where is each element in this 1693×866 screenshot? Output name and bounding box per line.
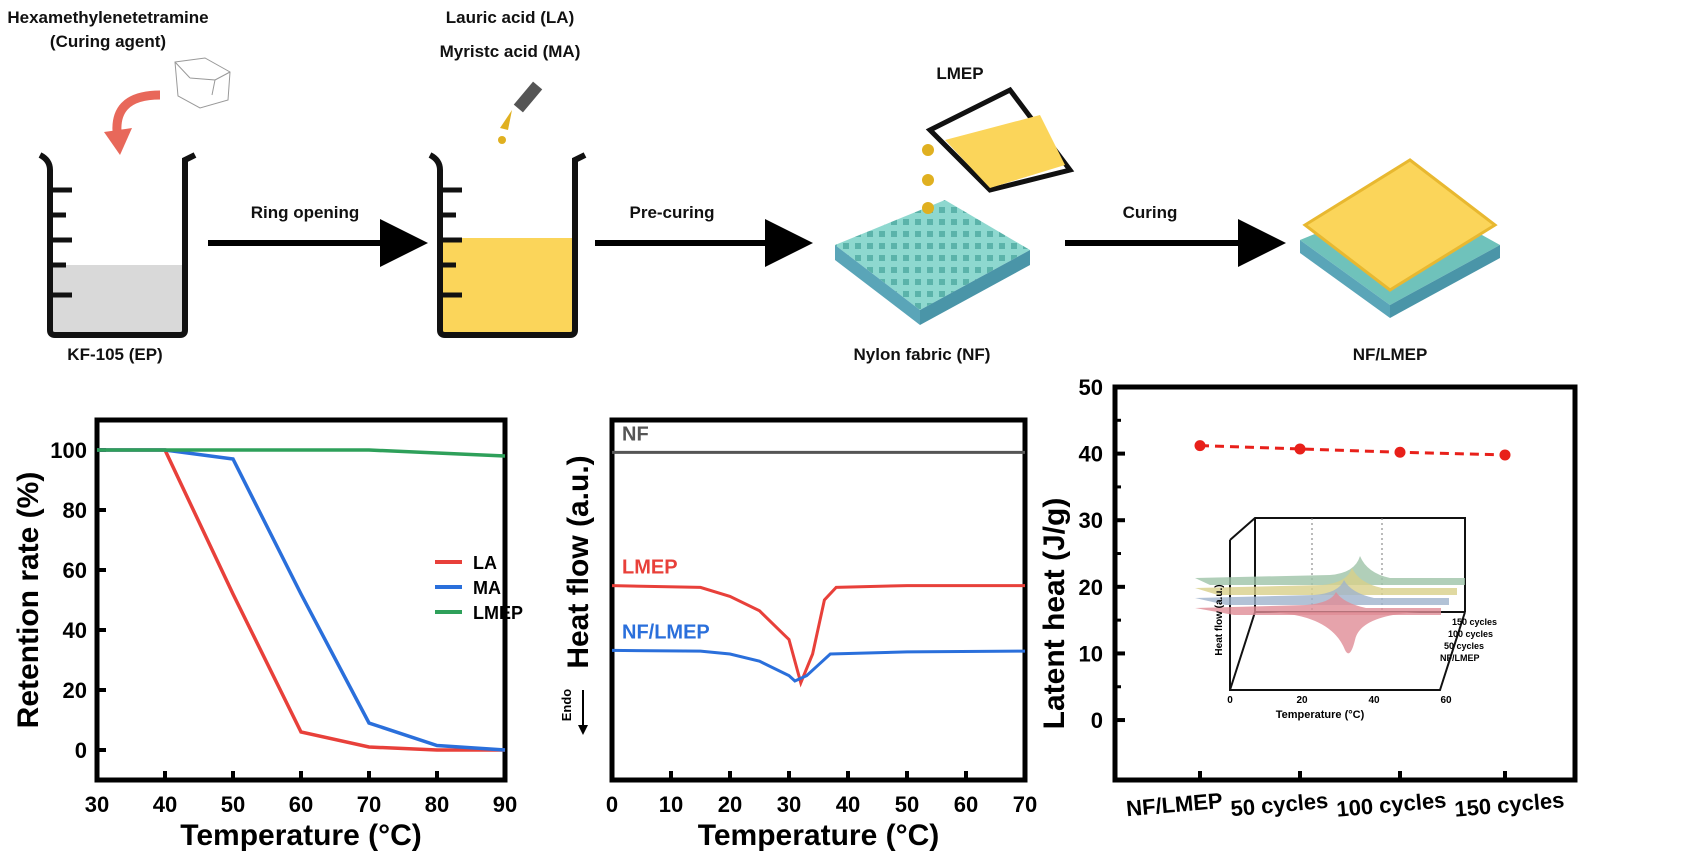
beaker-resin-icon [428,152,587,338]
nylon-fabric-icon [835,200,1030,325]
inset-curve [1195,568,1457,595]
data-point [1394,446,1406,458]
product-label: NF/LMEP [1352,345,1428,364]
x-tick-label: 30 [777,792,801,817]
ep-label: KF-105 (EP) [67,345,163,364]
y-axis-label: Latent heat (J/g) [1038,498,1071,730]
x-tick-label: 50 cycles [1230,788,1330,821]
composite-icon [1300,158,1500,318]
inset-x-tick: 20 [1296,695,1308,706]
lmep-label: LMEP [936,64,984,83]
inset-3d-dsc: Heat flow (a.u.) Temperature (°C) 0 20 40 60 1… [1195,517,1497,721]
step-pre-curing: Pre-curing [629,203,715,222]
endo-arrowhead-icon [578,725,588,735]
inset-curve [1195,592,1441,615]
curing-agent-note: (Curing agent) [49,32,167,51]
series-label: NF [622,423,649,445]
x-tick-label: NF/LMEP [1125,788,1223,821]
beaker-ep-icon [38,152,197,338]
x-tick-label: 40 [153,792,177,817]
legend-label: MA [473,578,501,598]
plot-frame [609,417,1028,783]
inset-curve [1195,556,1465,585]
y-tick-label: 40 [1079,442,1103,467]
data-point [1194,440,1206,452]
series-line-lmep [97,448,506,458]
data-point [1294,443,1306,455]
inset-xlabel: Temperature (°C) [1276,709,1365,721]
series-label: NF/LMEP [622,621,710,643]
x-tick-label: 150 cycles [1453,787,1565,822]
x-axis-label: Temperature (°C) [698,819,939,852]
latent-heat-line [1199,444,1506,457]
inset-x-tick: 0 [1227,695,1233,706]
y-tick-label: 40 [63,618,87,643]
step-ring-opening: Ring opening [250,203,360,222]
plot-frame [1112,384,1578,783]
y-tick-label: 10 [1079,641,1103,666]
acid2-label: Myristc acid (MA) [439,42,581,61]
inset-curve-dip [1260,612,1420,654]
x-tick-label: 10 [659,792,683,817]
legend-label: LA [473,553,497,573]
data-point [1499,449,1511,461]
x-tick-label: 90 [493,792,517,817]
y-tick-label: 0 [75,738,87,763]
y-tick-label: 0 [1091,708,1103,733]
y-tick-label: 60 [63,558,87,583]
pouring-beaker-icon [922,86,1075,214]
legend-label: LMEP [473,603,523,623]
molecule-icon [174,57,231,109]
x-tick-label: 50 [221,792,245,817]
series-label: LMEP [622,557,678,579]
curved-arrowhead-icon [104,128,132,155]
x-tick-label: 30 [85,792,109,817]
step-curing: Curing [1122,203,1178,222]
inset-series-label: 150 cycles [1452,617,1497,627]
inset-curve [1195,580,1449,605]
x-tick-label: 60 [954,792,978,817]
inset-ylabel: Heat flow (a.u.) [1214,584,1225,655]
y-tick-label: 30 [1079,508,1103,533]
curing-agent-label: Hexamethylenetetramine [7,8,209,27]
y-axis-label: Heat flow (a.u.) [562,455,595,668]
y-tick-label: 20 [1079,575,1103,600]
y-axis-label: Retention rate (%) [12,472,45,729]
x-tick-label: 50 [895,792,919,817]
y-tick-label: 20 [63,678,87,703]
series-line-lmep [611,584,1025,688]
nf-label: Nylon fabric (NF) [853,345,991,364]
series-line-ma [97,448,506,752]
x-tick-label: 20 [718,792,742,817]
inset-x-tick: 60 [1440,695,1452,706]
x-tick-label: 0 [606,792,618,817]
x-tick-label: 60 [289,792,313,817]
inset-series-label: NF/LMEP [1440,653,1480,663]
x-tick-label: 100 cycles [1335,787,1447,822]
x-tick-label: 70 [357,792,381,817]
x-tick-label: 70 [1013,792,1037,817]
x-tick-label: 40 [836,792,860,817]
plot-frame [94,417,508,783]
x-axis-label: Temperature (°C) [180,819,421,852]
dropper-icon [498,81,543,144]
x-tick-label: 80 [425,792,449,817]
series-line-la [97,448,505,752]
y-tick-label: 100 [50,438,87,463]
inset-x-tick: 40 [1368,695,1380,706]
series-line-nf-lmep [611,648,1026,683]
inset-series-label: 50 cycles [1444,641,1484,651]
y-tick-label: 50 [1079,375,1103,400]
endo-label: Endo [559,689,574,722]
inset-series-label: 100 cycles [1448,629,1493,639]
y-tick-label: 80 [63,498,87,523]
acid1-label: Lauric acid (LA) [445,8,575,27]
